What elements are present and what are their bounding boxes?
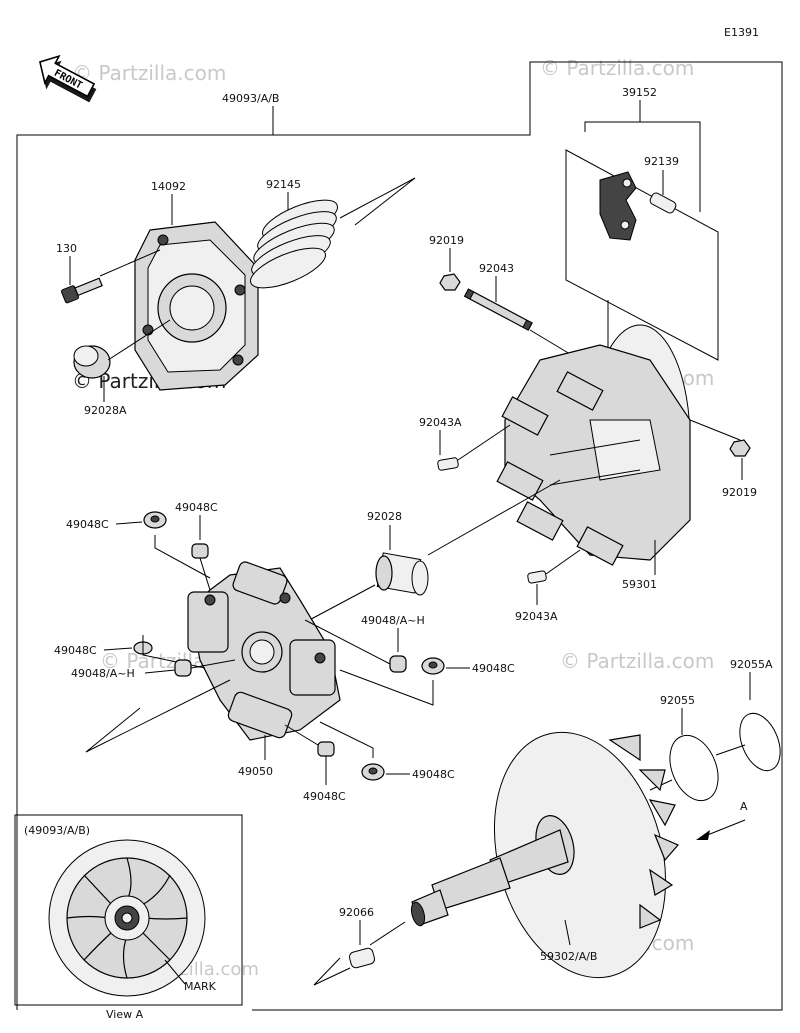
view-ref: (49093/A/B)	[24, 824, 90, 837]
pin-92043A-a	[437, 457, 459, 471]
oring-92055	[669, 734, 719, 802]
watermark: © Partzilla.com	[560, 649, 714, 673]
label-92055A: 92055A	[730, 658, 773, 671]
label-92066: 92066	[339, 906, 374, 919]
label-130: 130	[56, 242, 77, 255]
collar-49048C-b	[191, 543, 209, 559]
label-92043: 92043	[479, 262, 514, 275]
assembly-border	[16, 61, 783, 1011]
label-49048C-e: 49048C	[303, 790, 346, 803]
view-label: View A	[106, 1008, 144, 1021]
spider-49050	[187, 561, 341, 741]
label-49048C-f: 49048C	[412, 768, 455, 781]
label-92028: 92028	[367, 510, 402, 523]
label-49048AH-a: 49048/A~H	[71, 667, 135, 680]
label-49093: 49093/A/B	[222, 92, 279, 105]
label-59302: 59302/A/B	[540, 950, 597, 963]
label-92043A-a: 92043A	[419, 416, 462, 429]
sheave-59302	[410, 731, 679, 979]
collar-49048C-e	[317, 741, 335, 757]
watermark: © Partzilla.com	[540, 56, 694, 80]
roller-49048AH-b	[389, 655, 407, 673]
front-arrow-icon: FRONT	[39, 54, 97, 103]
nut-92019-b	[729, 439, 751, 457]
pin-92043A-b	[527, 570, 547, 584]
shaft-92043	[463, 288, 533, 331]
hub-59301	[496, 324, 691, 566]
label-arrow-a: A	[740, 800, 748, 813]
bushing-92028	[375, 552, 429, 596]
view-a-inset	[14, 814, 243, 1006]
view-a-sheave	[48, 839, 206, 997]
label-39152: 39152	[622, 86, 657, 99]
oring-92055A	[739, 712, 781, 772]
label-59301: 59301	[622, 578, 657, 591]
spring-92145	[250, 199, 338, 289]
diagram-code: E1391	[724, 26, 759, 39]
label-92019-a: 92019	[429, 234, 464, 247]
watermark: © Partzilla.com	[72, 61, 226, 85]
label-92028A: 92028A	[84, 404, 127, 417]
label-49050: 49050	[238, 765, 273, 778]
plug-92066	[348, 947, 376, 969]
label-92145: 92145	[266, 178, 301, 191]
roller-49048AH-a	[174, 659, 192, 677]
label-92019-b: 92019	[722, 486, 757, 499]
pin-92139	[649, 192, 677, 214]
label-92055: 92055	[660, 694, 695, 707]
bolt-130	[61, 277, 103, 304]
label-92139: 92139	[644, 155, 679, 168]
label-49048C-a: 49048C	[66, 518, 109, 531]
view-mark: MARK	[184, 980, 217, 993]
label-49048AH-b: 49048/A~H	[361, 614, 425, 627]
label-49048C-c: 49048C	[54, 644, 97, 657]
nut-92019-a	[439, 273, 461, 291]
cover-14092	[134, 221, 259, 391]
label-92043A-b: 92043A	[515, 610, 558, 623]
label-49048C-d: 49048C	[472, 662, 515, 675]
label-14092: 14092	[151, 180, 186, 193]
label-49048C-b: 49048C	[175, 501, 218, 514]
